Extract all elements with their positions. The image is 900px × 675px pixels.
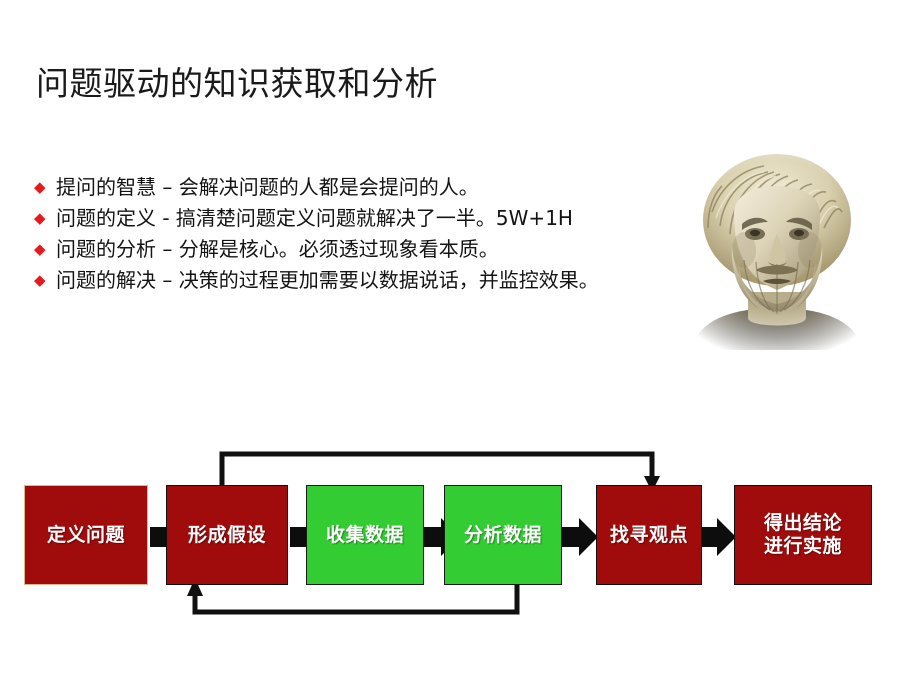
- flow-node-label: 形成假设: [187, 523, 266, 546]
- arrow-3-to-4-icon: [424, 518, 460, 556]
- list-item: ◆ 提问的智慧 – 会解决问题的人都是会提问的人。: [34, 172, 734, 203]
- bullet-text: 提问的智慧 – 会解决问题的人都是会提问的人。: [56, 175, 479, 199]
- feedback-loop-bottom-icon: [187, 578, 520, 615]
- flow-node-form-hypothesis[interactable]: 形成假设: [166, 485, 288, 585]
- bullet-text: 问题的定义 - 搞清楚问题定义问题就解决了一半。5W+1H: [56, 206, 573, 230]
- list-item: ◆ 问题的定义 - 搞清楚问题定义问题就解决了一半。5W+1H: [34, 203, 734, 234]
- diamond-bullet-icon: ◆: [34, 272, 46, 289]
- flow-node-label: 找寻观点: [609, 523, 688, 546]
- diamond-bullet-icon: ◆: [34, 179, 46, 196]
- flow-node-label: 收集数据: [325, 523, 404, 546]
- arrow-5-to-6-icon: [700, 518, 736, 556]
- bullet-list: ◆ 提问的智慧 – 会解决问题的人都是会提问的人。 ◆ 问题的定义 - 搞清楚问…: [34, 172, 734, 296]
- diamond-bullet-icon: ◆: [34, 210, 46, 227]
- flow-node-conclude-implement[interactable]: 得出结论 进行实施: [734, 485, 872, 585]
- flow-node-label: 得出结论 进行实施: [763, 512, 842, 557]
- flow-node-label: 分析数据: [463, 523, 542, 546]
- page-title: 问题驱动的知识获取和分析: [36, 65, 438, 102]
- list-item: ◆ 问题的解决 – 决策的过程更加需要以数据说话，并监控效果。: [34, 265, 734, 296]
- flow-node-define-problem[interactable]: 定义问题: [24, 485, 148, 585]
- list-item: ◆ 问题的分析 – 分解是核心。必须透过现象看本质。: [34, 234, 734, 265]
- arrow-4-to-5-icon: [562, 518, 598, 556]
- process-flow-diagram: 定义问题 形成假设 收集数据 分析数据 找寻观点 得出结论 进行实施: [0, 430, 900, 630]
- flow-node-label: 定义问题: [46, 523, 125, 546]
- bullet-text: 问题的分析 – 分解是核心。必须透过现象看本质。: [56, 237, 499, 261]
- flow-node-find-insight[interactable]: 找寻观点: [596, 485, 702, 585]
- flow-node-analyze-data[interactable]: 分析数据: [444, 485, 562, 585]
- flow-node-collect-data[interactable]: 收集数据: [306, 485, 424, 585]
- diamond-bullet-icon: ◆: [34, 241, 46, 258]
- bullet-text: 问题的解决 – 决策的过程更加需要以数据说话，并监控效果。: [56, 268, 599, 292]
